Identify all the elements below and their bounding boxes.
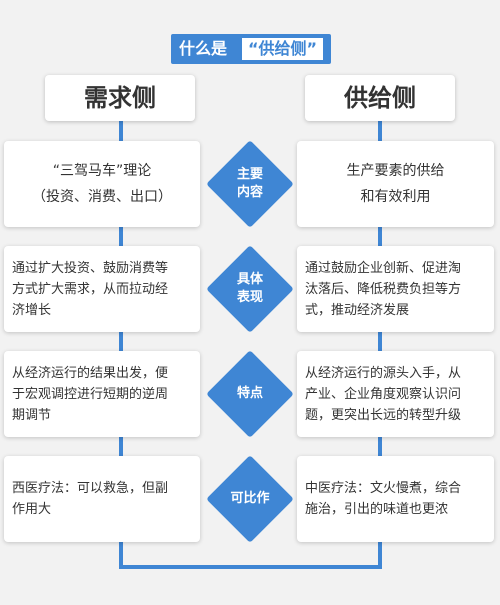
row-4-right-line-1: 中医疗法：文火慢煮，综合 <box>305 481 462 496</box>
left-connector-line <box>119 121 123 569</box>
row-1-left-line-2: （投资、消费、出口） <box>32 189 172 205</box>
row-4-label: 可比作 <box>210 490 290 508</box>
row-3-left-line-2: 于宏观调控进行短期的逆周 <box>12 386 169 402</box>
row-2-right-line-2: 汰落后、降低税费负担等方 <box>305 281 462 297</box>
row-2-left-box: 通过扩大投资、鼓励消费等 方式扩大需求，从而拉动经 济增长 <box>4 246 200 332</box>
row-1-left-box: “三驾马车”理论 （投资、消费、出口） <box>4 141 200 227</box>
row-1-label: 主要 内容 <box>210 166 290 202</box>
title-banner: 什么是 “供给侧” <box>171 34 331 64</box>
row-1-label-line-2: 内容 <box>236 185 263 200</box>
row-3-left-line-1: 从经济运行的结果出发，便 <box>12 365 169 381</box>
row-2-right-box: 通过鼓励企业创新、促进淘 汰落后、降低税费负担等方 式，推动经济发展 <box>297 246 494 332</box>
title-prefix: 什么是 <box>179 39 228 58</box>
row-4-label-line-1: 可比作 <box>230 491 270 506</box>
row-3-right-line-3: 题，更突出长远的转型升级 <box>305 407 462 423</box>
row-1-right-line-1: 生产要素的供给 <box>346 163 445 179</box>
row-2-label: 具体 表现 <box>210 271 290 307</box>
row-1-label-line-1: 主要 <box>236 167 263 182</box>
row-3-label-line-1: 特点 <box>236 386 263 401</box>
row-2-label-line-2: 表现 <box>236 290 263 305</box>
row-1-right-line-2: 和有效利用 <box>360 189 431 205</box>
row-1-right-box: 生产要素的供给 和有效利用 <box>297 141 494 227</box>
row-2-left-line-2: 方式扩大需求，从而拉动经 <box>12 281 169 297</box>
row-4-left-line-1: 西医疗法：可以救急，但副 <box>12 481 169 496</box>
title-highlight: “供给侧” <box>242 38 323 60</box>
right-connector-line <box>378 121 382 569</box>
row-2-left-line-3: 济增长 <box>12 302 52 318</box>
row-2-right-line-3: 式，推动经济发展 <box>305 302 410 318</box>
row-2-left-line-1: 通过扩大投资、鼓励消费等 <box>12 260 169 276</box>
row-4-left-line-2: 作用大 <box>12 502 52 517</box>
row-2-label-line-1: 具体 <box>236 272 263 287</box>
bottom-connector-line <box>119 565 382 569</box>
row-3-label: 特点 <box>210 385 290 403</box>
demand-side-header: 需求侧 <box>45 75 195 121</box>
row-3-right-box: 从经济运行的源头入手，从 产业、企业角度观察认识问 题，更突出长远的转型升级 <box>297 351 494 437</box>
row-4-right-box: 中医疗法：文火慢煮，综合 施治，引出的味道也更浓 <box>297 456 494 542</box>
row-3-right-line-1: 从经济运行的源头入手，从 <box>305 365 462 381</box>
row-1-left-line-1: “三驾马车”理论 <box>52 163 152 179</box>
row-4-right-line-2: 施治，引出的味道也更浓 <box>305 502 449 517</box>
row-2-right-line-1: 通过鼓励企业创新、促进淘 <box>305 260 462 276</box>
row-3-left-line-3: 期调节 <box>12 407 52 423</box>
row-3-left-box: 从经济运行的结果出发，便 于宏观调控进行短期的逆周 期调节 <box>4 351 200 437</box>
row-4-left-box: 西医疗法：可以救急，但副 作用大 <box>4 456 200 542</box>
row-3-right-line-2: 产业、企业角度观察认识问 <box>305 386 462 402</box>
supply-side-header: 供给侧 <box>305 75 455 121</box>
